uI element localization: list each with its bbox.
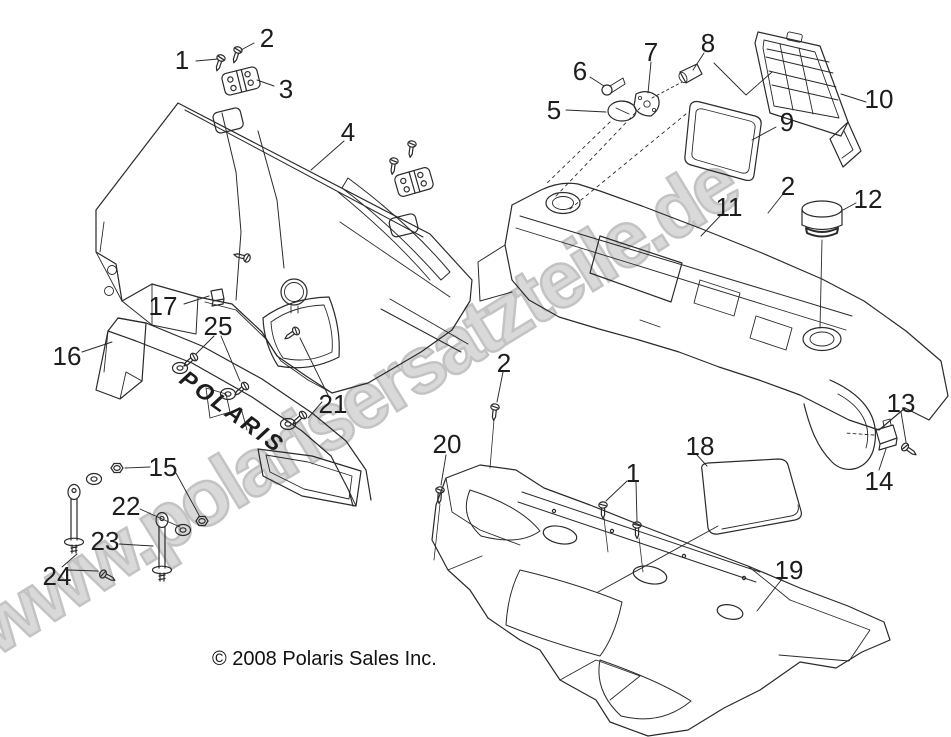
callout-21-21: 21 — [318, 389, 348, 419]
callout-15-15: 15 — [148, 452, 178, 482]
callout-22-22: 22 — [111, 491, 141, 521]
floor-panel-drawing — [431, 464, 891, 737]
callout-3-2: 3 — [278, 74, 294, 104]
callout-1-0: 1 — [174, 45, 190, 75]
callout-20-20: 20 — [432, 429, 462, 459]
callout-5-4: 5 — [546, 95, 562, 125]
callout-11-11: 11 — [715, 192, 743, 222]
callout-10-9: 10 — [864, 84, 894, 114]
callout-12-12: 12 — [853, 184, 883, 214]
callout-6-5: 6 — [572, 56, 588, 86]
callout-23-23: 23 — [90, 526, 120, 556]
callout-4-3: 4 — [340, 117, 356, 147]
callout-2-10: 2 — [780, 171, 796, 201]
dash-drawing — [477, 107, 949, 471]
callout-24-24: 24 — [42, 561, 72, 591]
callout-8-7: 8 — [700, 28, 716, 58]
callout-17-17: 17 — [148, 291, 178, 321]
callout-1-27: 1 — [625, 458, 641, 488]
hood-drawing — [95, 102, 473, 394]
hinge-hardware-drawing — [212, 45, 501, 469]
callout-2-1: 2 — [259, 23, 275, 53]
callout-9-8: 9 — [779, 107, 795, 137]
callout-7-6: 7 — [643, 37, 659, 67]
callout-25-25: 25 — [203, 311, 233, 341]
clip-13-14-drawing — [844, 418, 920, 459]
leader-lines — [61, 42, 907, 612]
clip-17-drawing — [210, 288, 225, 307]
grille-drawing — [713, 31, 862, 168]
seal-drawing — [684, 100, 762, 182]
copyright-text: © 2008 Polaris Sales Inc. — [212, 648, 437, 670]
callout-18-18: 18 — [685, 431, 715, 461]
callout-19-19: 19 — [774, 555, 804, 585]
callout-16-16: 16 — [52, 341, 82, 371]
callout-14-14: 14 — [864, 466, 894, 496]
callout-2-26: 2 — [496, 348, 512, 378]
callout-13-13: 13 — [886, 388, 916, 418]
cap-drawing — [801, 200, 843, 329]
